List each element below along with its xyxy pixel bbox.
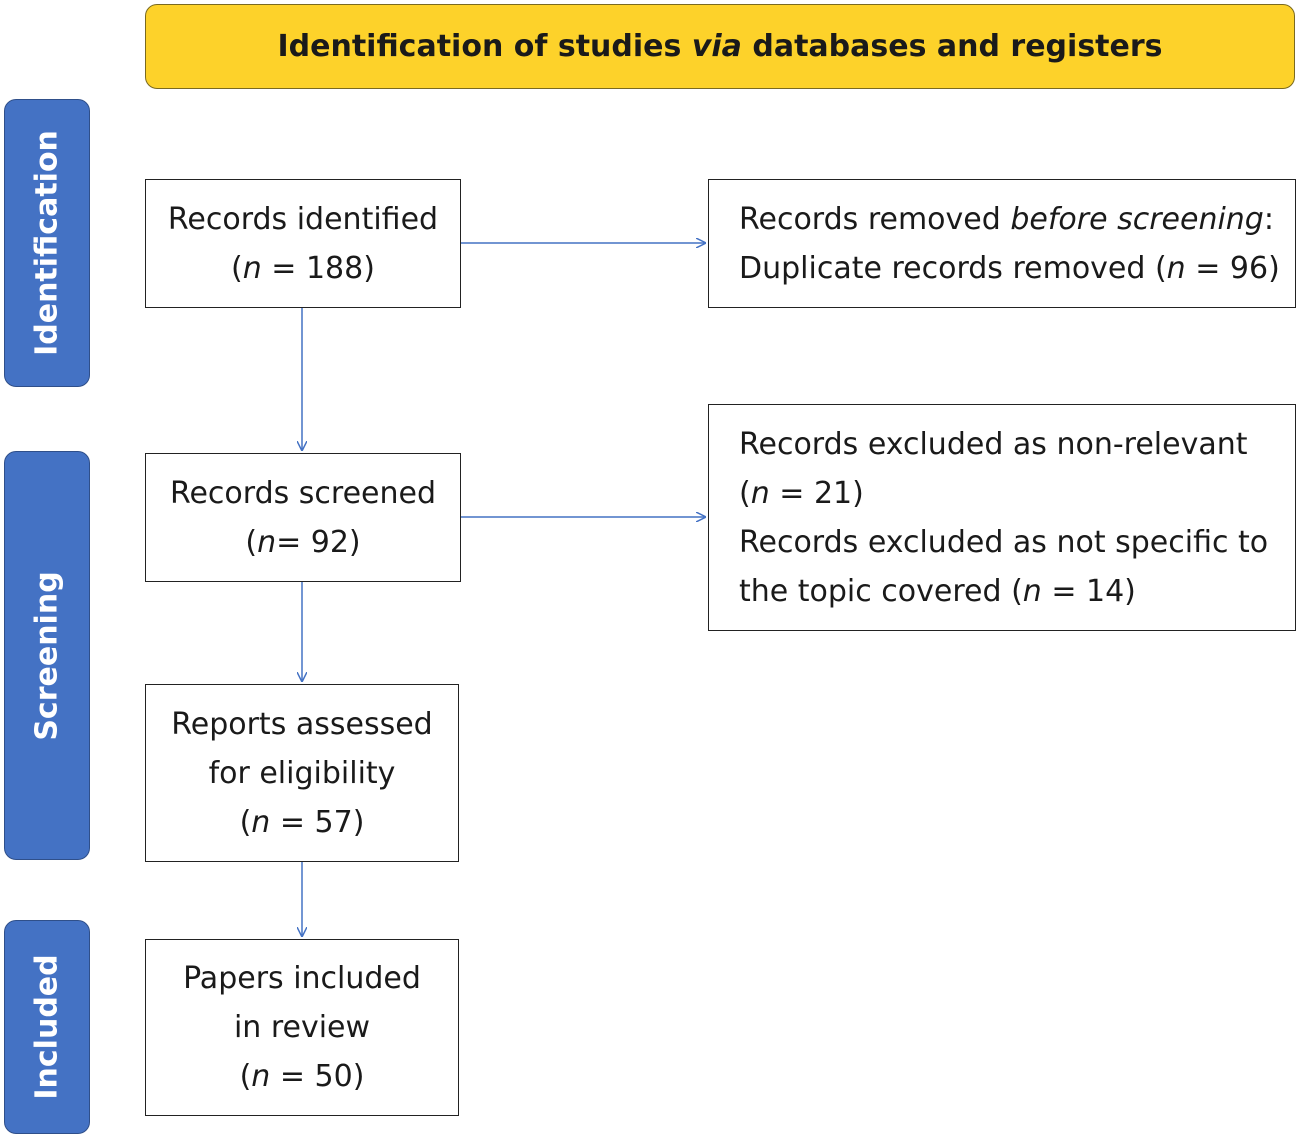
header-title: Identification of studies via databases …	[145, 4, 1295, 89]
records-screened-count: (n= 92)	[245, 524, 361, 560]
papers-included-line1: Papers included	[183, 961, 421, 996]
records-identified-label: Records identified	[167, 201, 439, 237]
reports-assessed-count: (n = 57)	[239, 804, 365, 840]
reports-assessed-line1: Reports assessed	[171, 706, 433, 742]
node-records-screened: Records screened (n= 92)	[145, 453, 461, 582]
reports-assessed-line2: for eligibility	[208, 755, 396, 791]
node-reports-assessed: Reports assessed for eligibility (n = 57…	[145, 684, 459, 862]
header-suffix: databases and registers	[741, 29, 1163, 64]
records-identified-count: (n = 188)	[231, 250, 375, 286]
node-papers-included: Papers included in review (n = 50)	[145, 939, 459, 1116]
phase-screening: Screening	[4, 451, 90, 860]
header-prefix: Identification of studies	[277, 29, 692, 64]
phase-identification: Identification	[4, 99, 90, 387]
duplicate-records-count: Duplicate records removed (n = 96)	[739, 250, 1280, 286]
excluded-non-relevant-label: Records excluded as non-relevant	[739, 426, 1248, 462]
records-screened-label: Records screened	[169, 475, 437, 511]
node-records-identified: Records identified (n = 188)	[145, 179, 461, 308]
excluded-non-relevant-count: (n = 21)	[739, 475, 864, 511]
papers-included-count: (n = 50)	[239, 1059, 365, 1094]
node-records-removed: Records removed before screening: Duplic…	[708, 179, 1296, 308]
papers-included-line2: in review	[233, 1010, 371, 1045]
excluded-not-specific-count: the topic covered (n = 14)	[739, 573, 1136, 609]
node-records-excluded: Records excluded as non-relevant (n = 21…	[708, 404, 1296, 631]
records-removed-label: Records removed before screening:	[739, 201, 1274, 237]
phase-included: Included	[4, 920, 90, 1134]
excluded-not-specific-label: Records excluded as not specific to	[739, 524, 1269, 560]
header-italic: via	[691, 29, 742, 64]
